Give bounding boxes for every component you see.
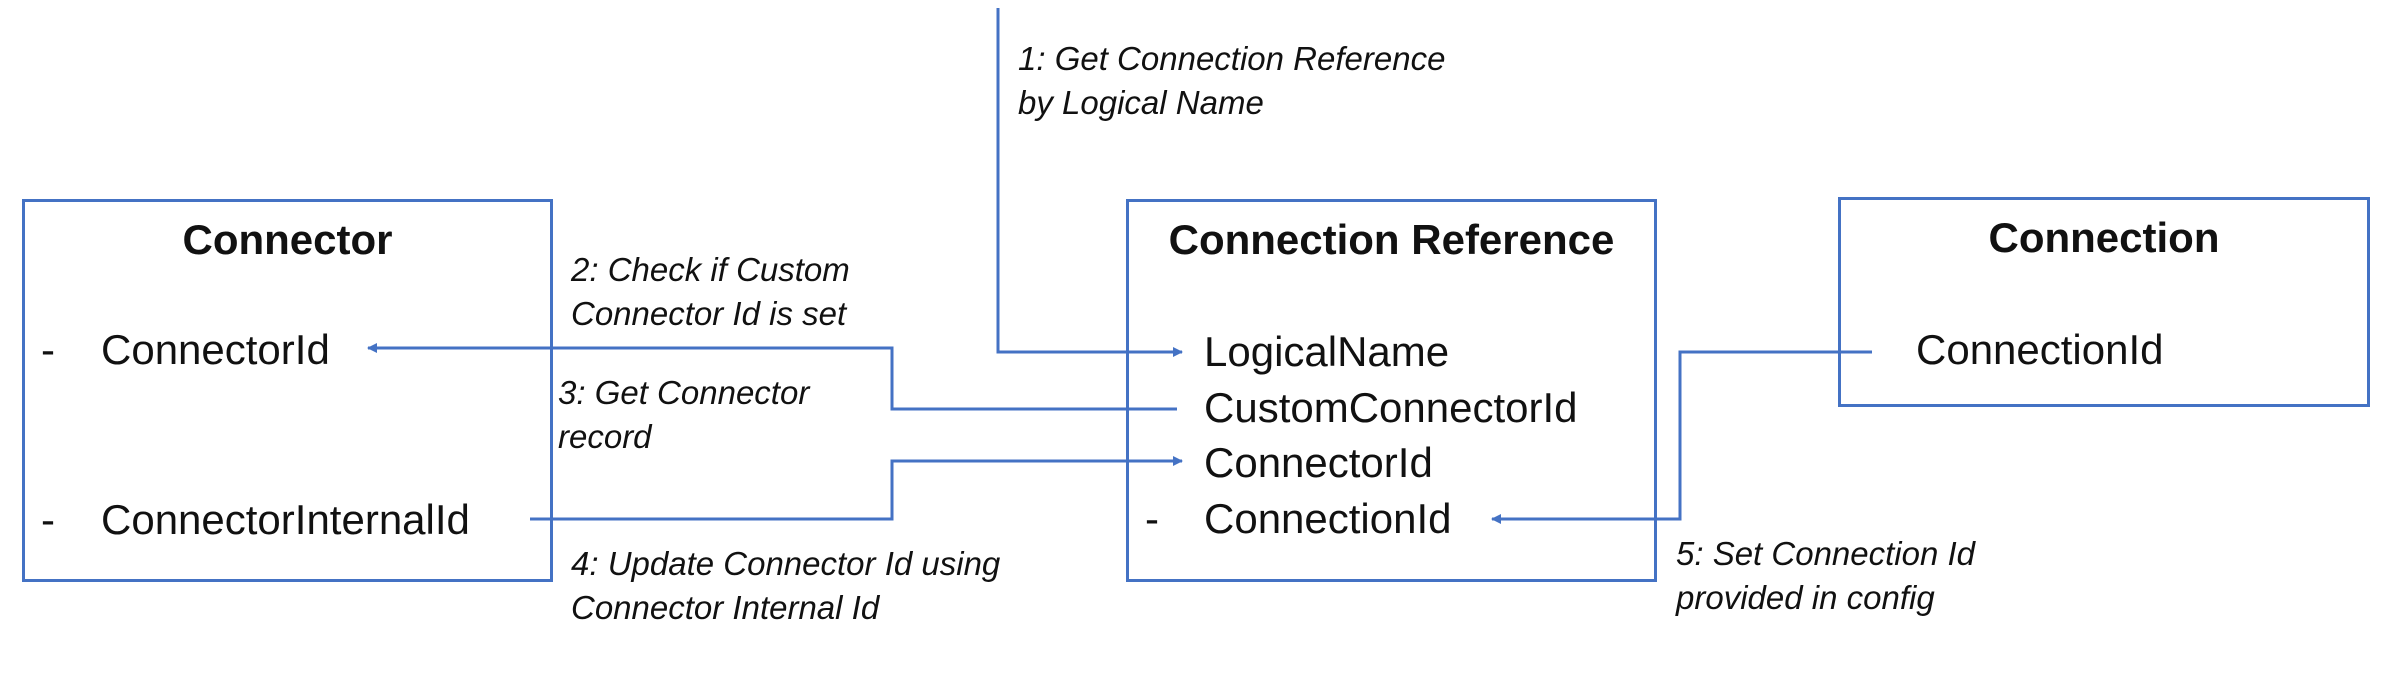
step1-line2: by Logical Name xyxy=(1018,84,1264,121)
step3-line2: record xyxy=(558,418,652,455)
connection-box: Connection ConnectionId xyxy=(1838,197,2370,407)
field-bullet: - xyxy=(41,496,55,543)
connection-title: Connection xyxy=(1988,214,2220,261)
step1-note: 1: Get Connection Reference by Logical N… xyxy=(1018,37,1445,125)
step4-line2: Connector Internal Id xyxy=(571,589,880,626)
connection-field-connectionid: ConnectionId xyxy=(1916,326,2164,373)
arrow-step1 xyxy=(996,8,1183,357)
step2-note: 2: Check if Custom Connector Id is set xyxy=(571,248,850,336)
step5-line1: 5: Set Connection Id xyxy=(1676,535,1976,572)
connector-box: Connector - ConnectorId - ConnectorInter… xyxy=(22,199,553,582)
step5-note: 5: Set Connection Id provided in config xyxy=(1676,532,1975,620)
step4-line1: 4: Update Connector Id using xyxy=(571,545,1001,582)
connector-title: Connector xyxy=(182,216,393,263)
step3-line1: 3: Get Connector xyxy=(558,374,810,411)
arrow-step2 xyxy=(367,343,1177,411)
connection-reference-box: Connection Reference LogicalName CustomC… xyxy=(1126,199,1657,582)
connector-field-connectorinternalid: ConnectorInternalId xyxy=(101,496,470,543)
connection-reference-title: Connection Reference xyxy=(1168,216,1615,263)
arrow-step4 xyxy=(530,456,1183,521)
step1-line1: 1: Get Connection Reference xyxy=(1018,40,1446,77)
connection-reference-field-customconnectorid: CustomConnectorId xyxy=(1204,384,1578,431)
field-bullet: - xyxy=(41,326,55,373)
arrow-step5 xyxy=(1491,350,1872,524)
step4-note: 4: Update Connector Id using Connector I… xyxy=(571,542,1000,630)
connection-reference-field-logicalname: LogicalName xyxy=(1204,328,1450,375)
step2-line1: 2: Check if Custom xyxy=(571,251,850,288)
step5-line2: provided in config xyxy=(1676,579,1935,616)
step2-line2: Connector Id is set xyxy=(571,295,847,332)
step3-note: 3: Get Connector record xyxy=(558,371,809,459)
connection-reference-field-connectorid: ConnectorId xyxy=(1204,439,1433,486)
field-bullet: - xyxy=(1145,495,1159,542)
connector-field-connectorid: ConnectorId xyxy=(101,326,330,373)
connection-reference-field-connectionid: ConnectionId xyxy=(1204,495,1452,542)
